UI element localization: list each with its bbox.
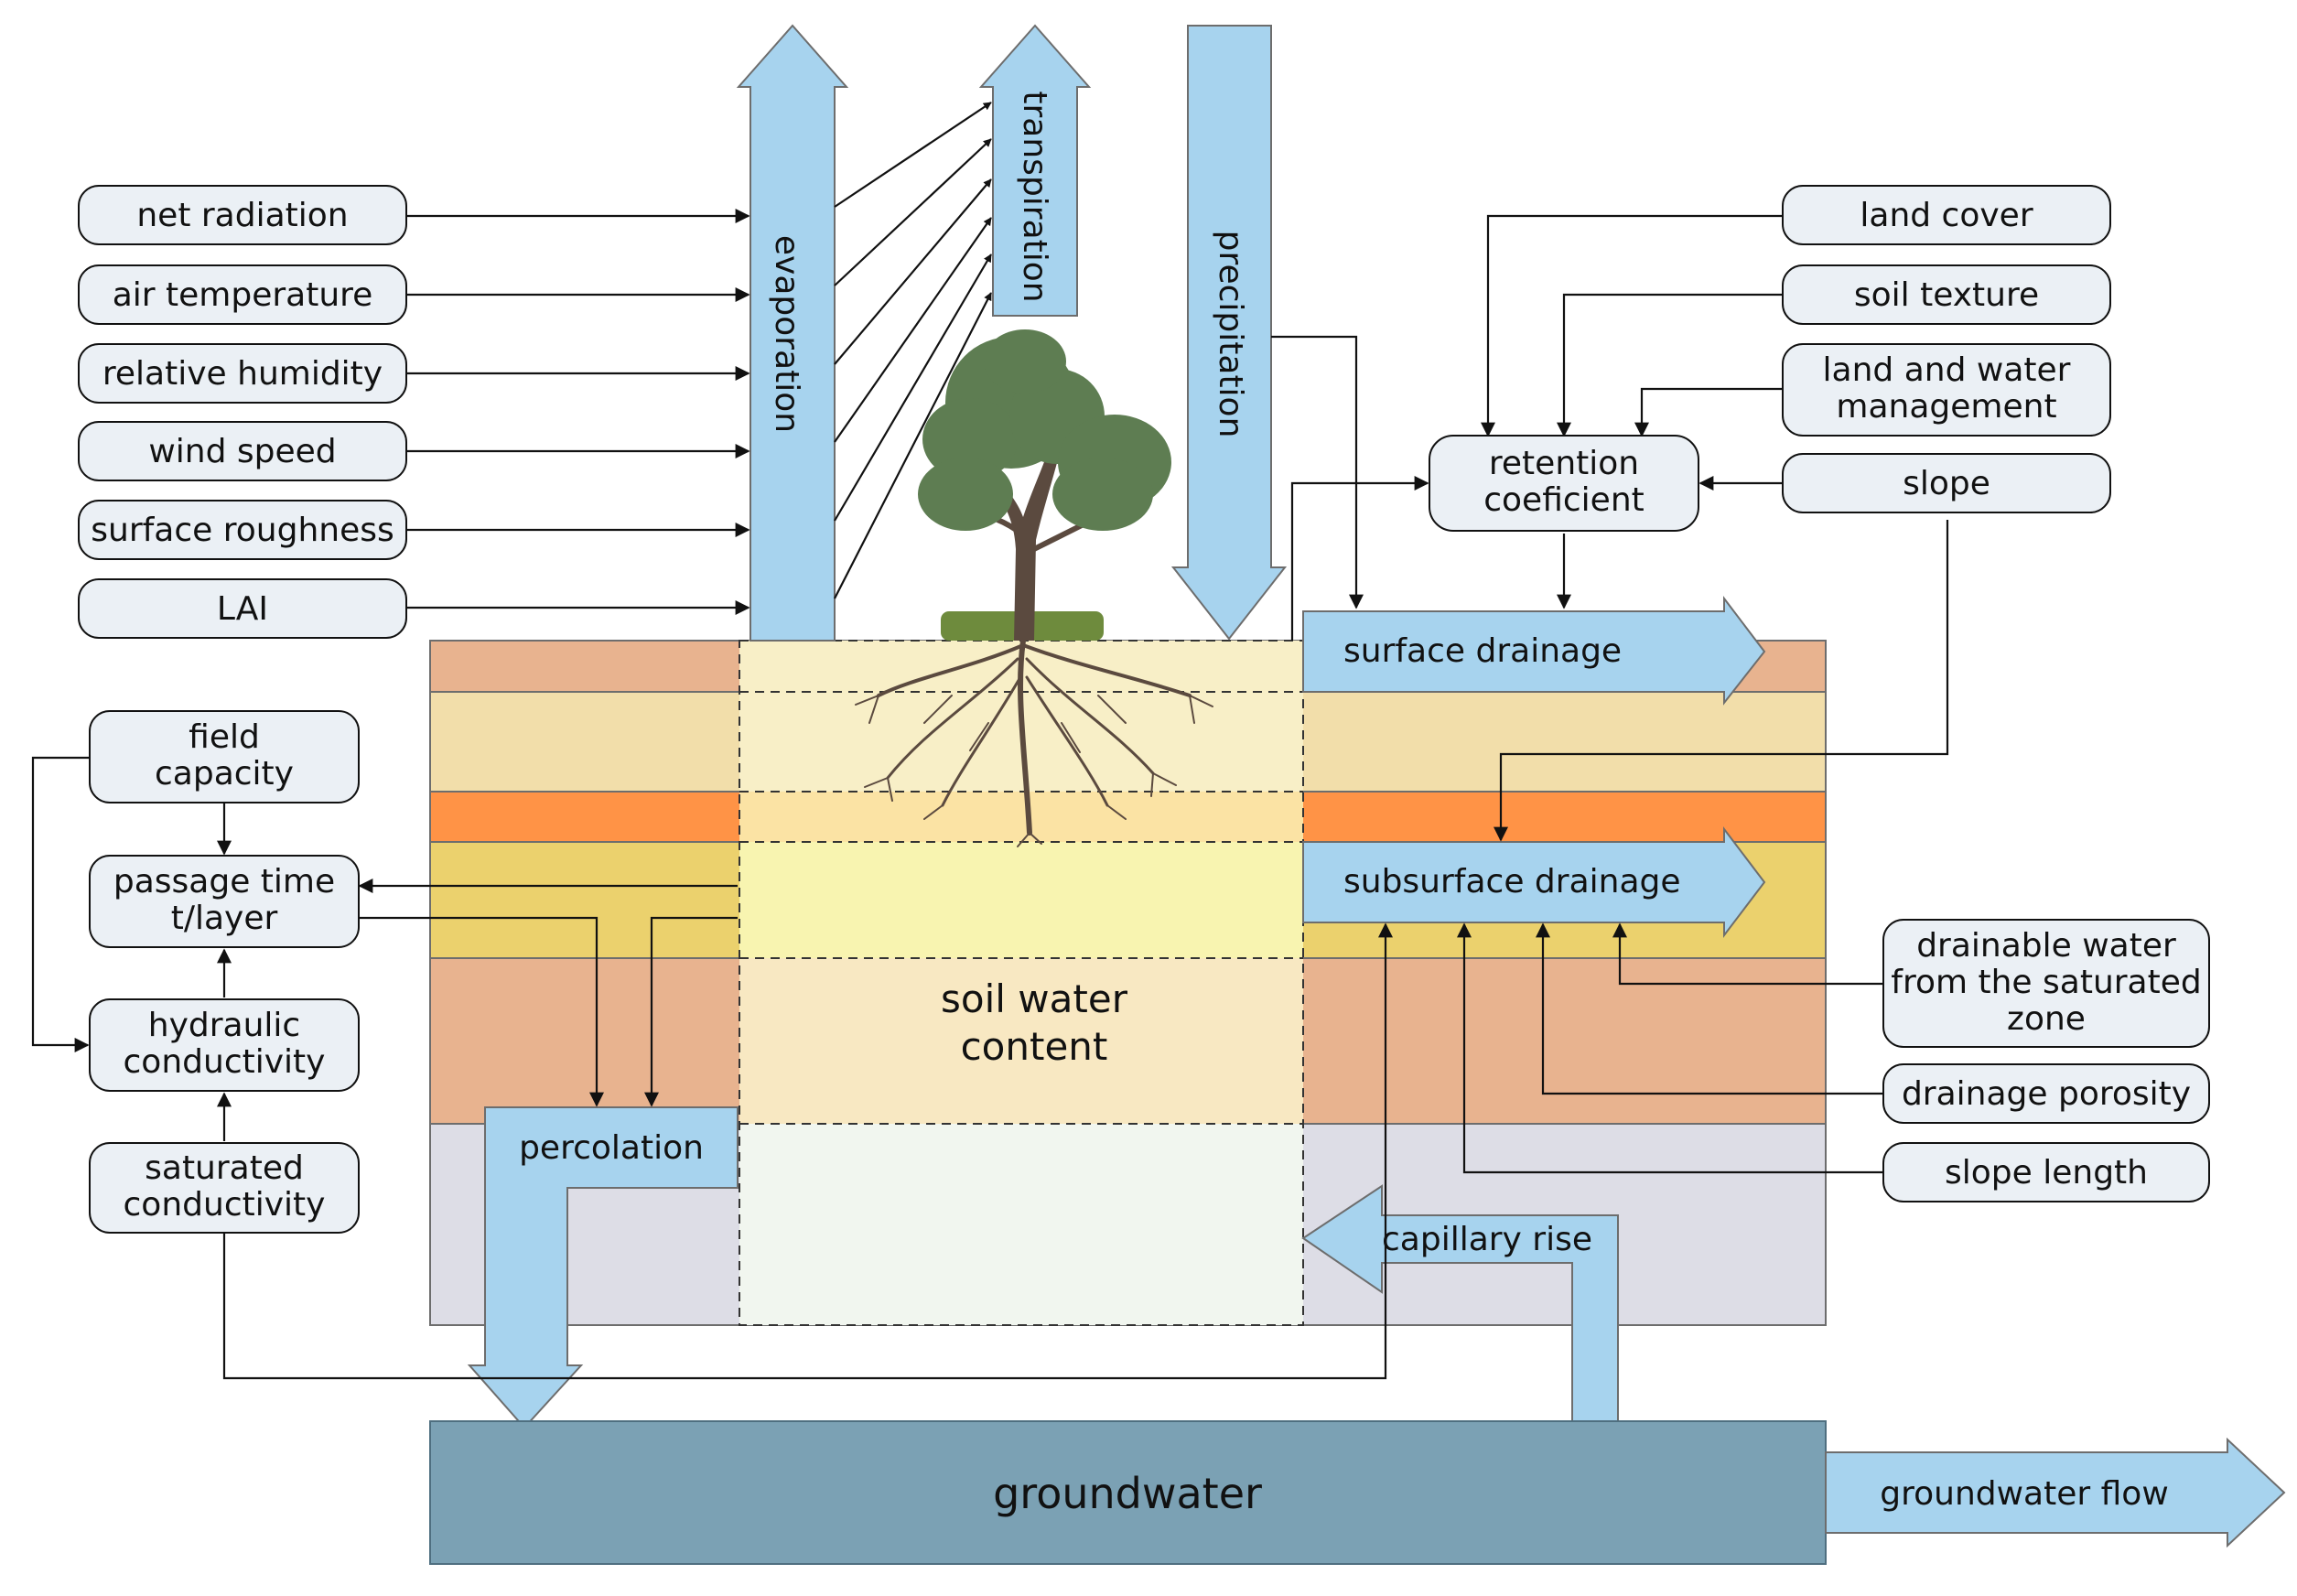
precipitation-arrow: precipitation — [1170, 25, 1288, 641]
soil-texture-box: soil texture — [1782, 264, 2111, 325]
svg-text:management: management — [1836, 388, 2056, 426]
svg-text:slope: slope — [1903, 465, 1990, 502]
svg-text:from the saturated: from the saturated — [1891, 964, 2201, 1001]
groundwater-block: groundwater — [429, 1420, 1827, 1565]
tree-icon — [855, 329, 1213, 847]
svg-text:conductivity: conductivity — [124, 1186, 326, 1224]
root-zone-column-2 — [739, 792, 1303, 842]
drainage-porosity-box: drainage porosity — [1882, 1063, 2210, 1124]
air-temperature-box: air temperature — [78, 264, 407, 325]
svg-text:soil texture: soil texture — [1854, 276, 2039, 314]
svg-text:field: field — [189, 718, 260, 756]
transpiration-label: transpiration — [1016, 91, 1053, 302]
svg-text:slope length: slope length — [1945, 1154, 2148, 1192]
percolation-arrow: percolation — [467, 1106, 739, 1429]
svg-text:capacity: capacity — [155, 755, 294, 793]
svg-text:drainable water: drainable water — [1916, 927, 2176, 965]
connector-lines — [31, 102, 1949, 1380]
passage-time-box: passage time t/layer — [89, 855, 360, 948]
svg-text:retention: retention — [1489, 445, 1639, 482]
svg-text:coeficient: coeficient — [1483, 481, 1645, 519]
field-capacity-box: field capacity — [89, 710, 360, 803]
svg-text:hydraulic: hydraulic — [148, 1007, 300, 1044]
capillary-rise-arrow: capillary rise — [1301, 1184, 1619, 1422]
drainable-water-box: drainable water from the saturated zone — [1882, 919, 2210, 1048]
groundwater-flow-label: groundwater flow — [1880, 1475, 2169, 1513]
svg-text:drainage porosity: drainage porosity — [1902, 1075, 2191, 1113]
root-zone-column-4 — [739, 958, 1303, 1124]
land-water-management-box: land and water management — [1782, 343, 2111, 437]
svg-text:surface roughness: surface roughness — [91, 512, 394, 549]
capillary-rise-label: capillary rise — [1382, 1221, 1592, 1258]
surface-roughness-box: surface roughness — [78, 500, 407, 560]
svg-text:saturated: saturated — [145, 1149, 304, 1187]
soil-water-content-label-2: content — [961, 1024, 1108, 1069]
root-zone-column-5 — [739, 1124, 1303, 1325]
svg-text:LAI: LAI — [217, 590, 268, 628]
evaporation-arrow: evaporation — [736, 24, 849, 642]
svg-text:t/layer: t/layer — [171, 900, 278, 937]
saturated-conductivity-box: saturated conductivity — [89, 1142, 360, 1234]
groundwater-label: groundwater — [993, 1469, 1262, 1518]
svg-text:net radiation: net radiation — [136, 197, 348, 234]
percolation-label: percolation — [519, 1129, 704, 1167]
svg-text:land cover: land cover — [1860, 197, 2033, 234]
svg-text:wind speed: wind speed — [148, 433, 336, 470]
surface-drainage-arrow: surface drainage — [1302, 596, 1766, 706]
subsurface-drainage-label: subsurface drainage — [1343, 863, 1681, 900]
svg-text:passage time: passage time — [113, 863, 335, 900]
soil-water-content-label: soil water — [941, 976, 1128, 1021]
slope-length-box: slope length — [1882, 1142, 2210, 1202]
subsurface-drainage-arrow: subsurface drainage — [1302, 826, 1766, 938]
tree-foliage — [918, 329, 1171, 531]
precipitation-label: precipitation — [1212, 231, 1249, 438]
surface-drainage-label: surface drainage — [1343, 632, 1622, 670]
retention-coefficient-box: retention coeficient — [1429, 435, 1699, 532]
slope-box: slope — [1782, 453, 2111, 513]
tree-roots — [855, 638, 1213, 847]
root-zone-column-3 — [739, 842, 1303, 958]
groundwater-flow-arrow: groundwater flow — [1825, 1437, 2286, 1548]
net-radiation-box: net radiation — [78, 185, 407, 245]
transpiration-arrow: transpiration — [978, 24, 1092, 317]
hydraulic-conductivity-box: hydraulic conductivity — [89, 998, 360, 1092]
svg-text:zone: zone — [2007, 1000, 2086, 1038]
wind-speed-box: wind speed — [78, 421, 407, 481]
svg-text:conductivity: conductivity — [124, 1043, 326, 1081]
evaporation-label: evaporation — [768, 235, 805, 433]
relative-humidity-box: relative humidity — [78, 343, 407, 404]
svg-text:air temperature: air temperature — [113, 276, 373, 314]
svg-text:land and water: land and water — [1823, 351, 2071, 389]
svg-text:relative humidity: relative humidity — [102, 355, 383, 393]
lai-box: LAI — [78, 578, 407, 639]
land-cover-box: land cover — [1782, 185, 2111, 245]
